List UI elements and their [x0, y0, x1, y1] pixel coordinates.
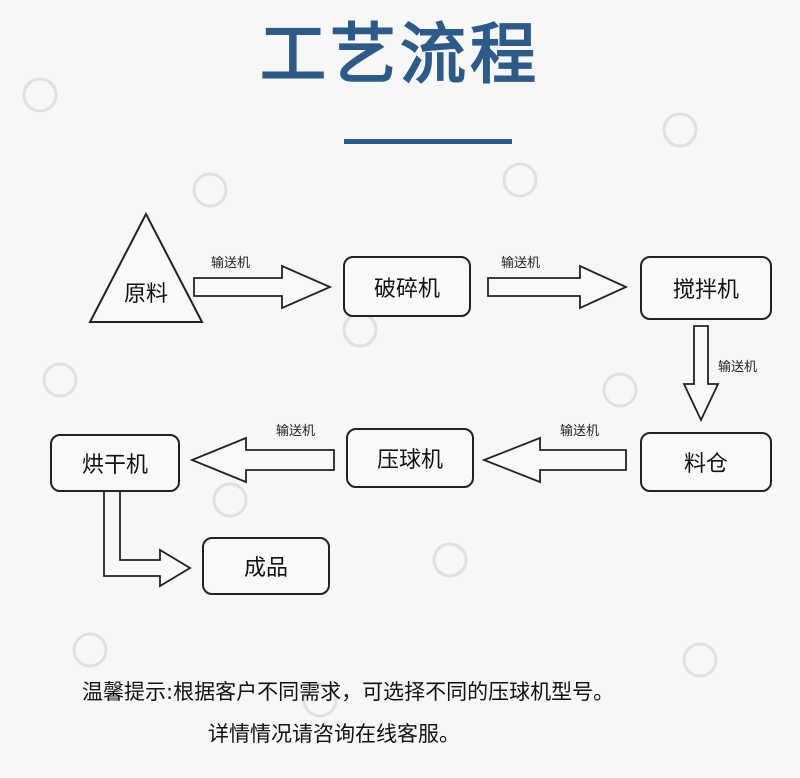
node-crusher: 破碎机 [343, 256, 471, 317]
arrow-raw-to-crusher [193, 264, 333, 310]
note-line-2: 详情情况请咨询在线客服。 [208, 722, 460, 746]
conveyor-label: 输送机 [560, 424, 600, 439]
watermark-logo [302, 682, 338, 718]
node-dryer-label: 烘干机 [81, 453, 148, 478]
arrow-silo-to-press [481, 436, 627, 484]
arrow-crusher-to-mixer [487, 264, 629, 310]
node-product-label: 成品 [243, 556, 288, 581]
node-crusher-label: 破碎机 [373, 276, 440, 302]
watermark-logo [682, 642, 718, 678]
conveyor-label: 输送机 [718, 360, 758, 375]
node-press: 压球机 [346, 428, 474, 488]
watermark-logo [662, 112, 698, 148]
watermark-logo [72, 632, 108, 668]
watermark-logo [22, 77, 58, 113]
watermark-logo [42, 362, 78, 398]
node-mixer-label: 搅拌机 [672, 278, 739, 303]
conveyor-label: 输送机 [501, 256, 541, 271]
node-silo: 料仓 [640, 432, 772, 492]
node-silo-label: 料仓 [683, 452, 728, 477]
page-title: 工艺流程 [260, 16, 540, 93]
raw-material-triangle [88, 211, 204, 323]
watermark-logo [192, 172, 228, 208]
title-underline [344, 139, 512, 144]
conveyor-label: 输送机 [211, 256, 251, 271]
conveyor-label: 输送机 [276, 424, 316, 439]
node-raw-material: 原料 [123, 282, 168, 307]
node-mixer: 搅拌机 [640, 256, 772, 320]
node-dryer: 烘干机 [50, 434, 180, 492]
node-press-label: 压球机 [376, 448, 443, 473]
arrow-mixer-to-silo [682, 325, 720, 423]
watermark-logo [502, 162, 538, 198]
arrow-press-to-dryer [189, 436, 335, 484]
watermark-logo [602, 372, 638, 408]
watermark-logo [432, 542, 468, 578]
arrow-dryer-to-product [103, 489, 192, 588]
note-line-1: 温馨提示:根据客户不同需求，可选择不同的压球机型号。 [82, 680, 615, 704]
node-product: 成品 [202, 537, 330, 595]
watermark-logo [212, 482, 248, 518]
